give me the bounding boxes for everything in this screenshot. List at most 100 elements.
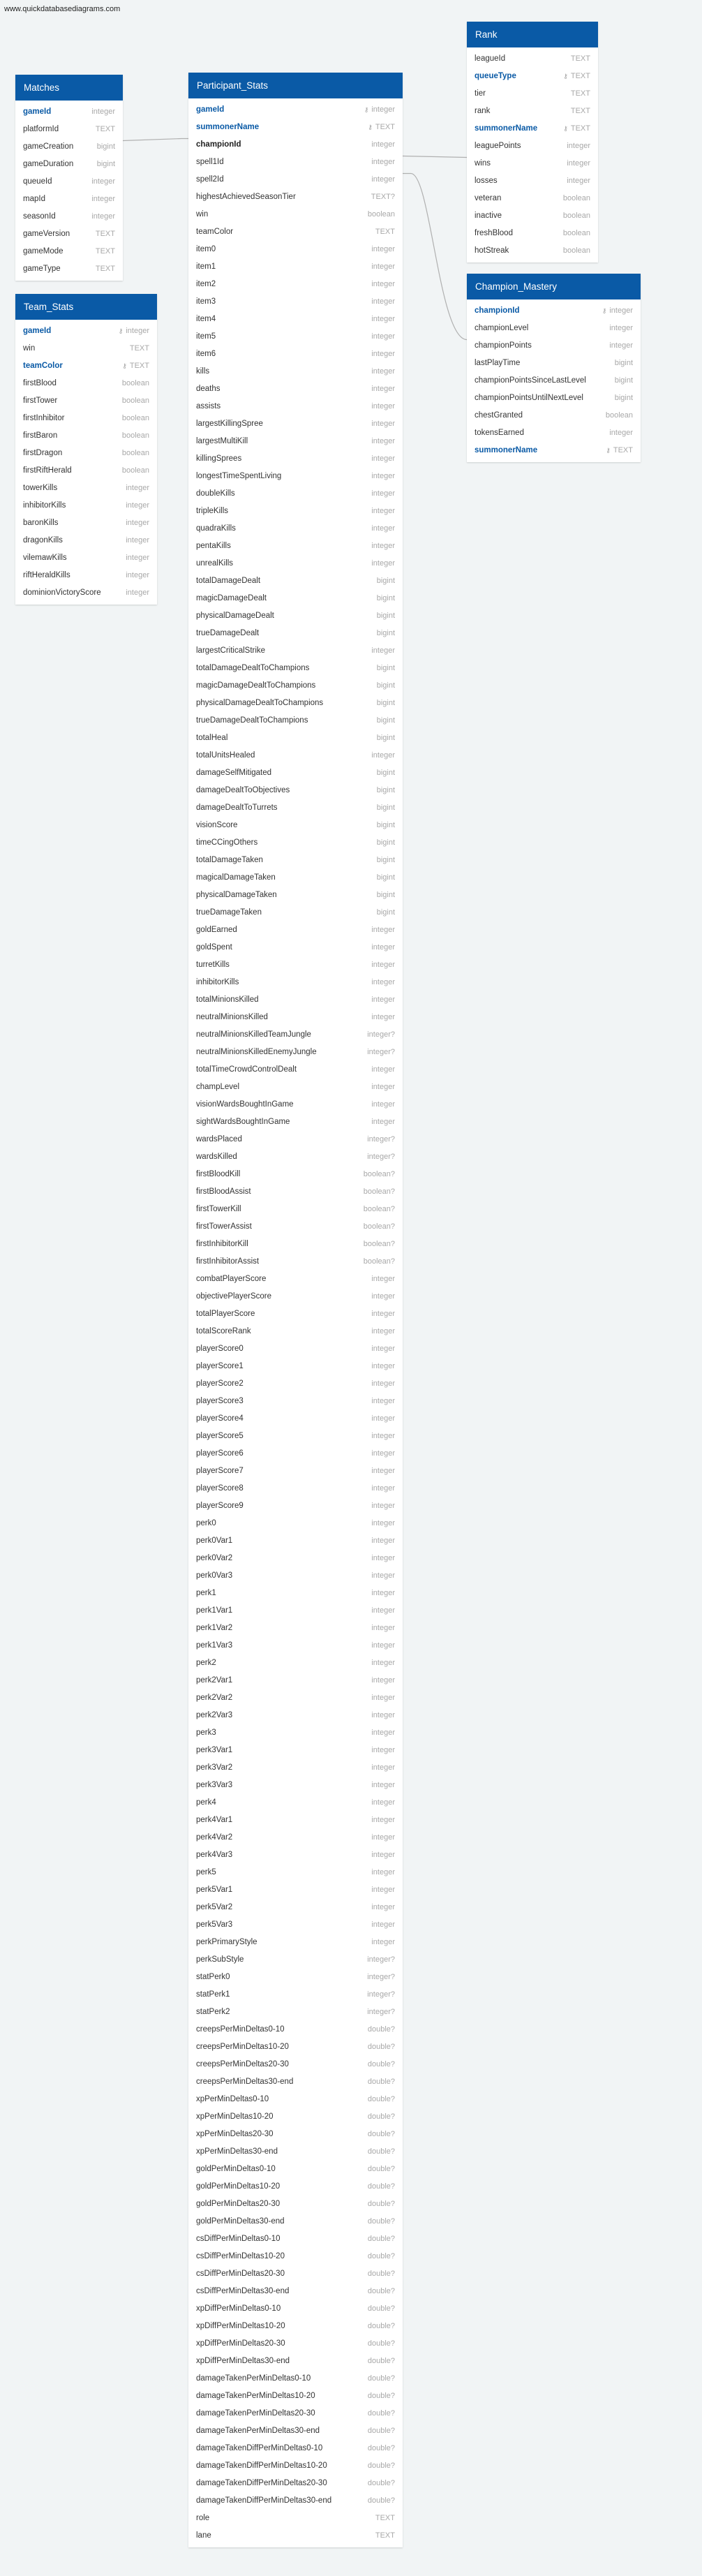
table-header-rank[interactable]: Rank — [467, 22, 598, 47]
table-header-champion-mastery[interactable]: Champion_Mastery — [467, 274, 641, 299]
field-row[interactable]: summonerName⚷TEXT — [467, 442, 641, 459]
field-row[interactable]: queueType⚷TEXT — [467, 68, 598, 85]
field-row[interactable]: summonerName⚷TEXT — [188, 119, 403, 136]
table-header-participant-stats[interactable]: Participant_Stats — [188, 73, 403, 98]
